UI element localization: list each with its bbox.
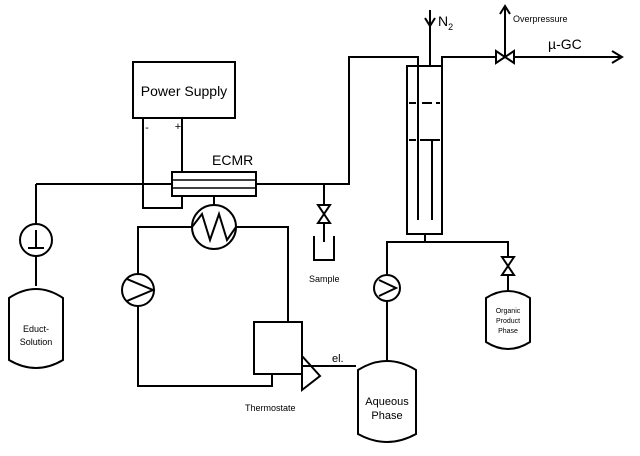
sample-label: Sample <box>309 274 340 284</box>
gas-outlet-line: µ-GC <box>441 36 624 66</box>
heat-exchanger <box>191 196 237 250</box>
thermostat-loop <box>137 226 289 387</box>
power-supply-label: Power Supply <box>141 83 227 99</box>
power-wires <box>142 118 183 209</box>
overpressure-label: Overpressure <box>513 14 568 24</box>
el-label: el. <box>332 353 344 365</box>
aqueous-phase-vessel: Aqueous Phase <box>357 360 417 443</box>
circulation-pump <box>121 273 156 307</box>
educt-solution-vessel: Educt- Solution <box>8 288 64 369</box>
organic-label-line2: Product <box>496 318 520 325</box>
educt-pump <box>19 223 53 257</box>
organic-product-vessel: Organic Product Phase <box>485 290 531 350</box>
column-bottom-piping <box>386 234 509 274</box>
n2-label: N2 <box>438 13 453 32</box>
aqueous-label-line1: Aqueous <box>365 396 409 408</box>
sample-branch: Sample <box>309 184 340 284</box>
educt-label-line2: Solution <box>20 337 53 347</box>
n2-inlet: N2 <box>424 10 453 66</box>
power-supply: Power Supply - + <box>132 61 236 134</box>
thermostate-label: Thermostate <box>245 403 296 413</box>
aqueous-pump <box>373 274 401 360</box>
ecmr-reactor: ECMR <box>171 152 257 197</box>
organic-product-valve <box>500 256 516 290</box>
educt-label-line1: Educt- <box>23 324 49 334</box>
ecmr-label: ECMR <box>212 152 253 168</box>
mu-gc-label: µ-GC <box>548 36 582 52</box>
overpressure-valve: Overpressure <box>495 4 568 65</box>
organic-label-line1: Organic <box>496 308 521 315</box>
organic-label-line3: Phase <box>498 328 518 335</box>
power-plus-label: + <box>175 121 181 133</box>
thermostate: Thermostate el. <box>245 321 356 413</box>
separation-column <box>406 57 443 235</box>
power-minus-label: - <box>145 122 149 134</box>
aqueous-label-line2: Phase <box>371 410 402 422</box>
